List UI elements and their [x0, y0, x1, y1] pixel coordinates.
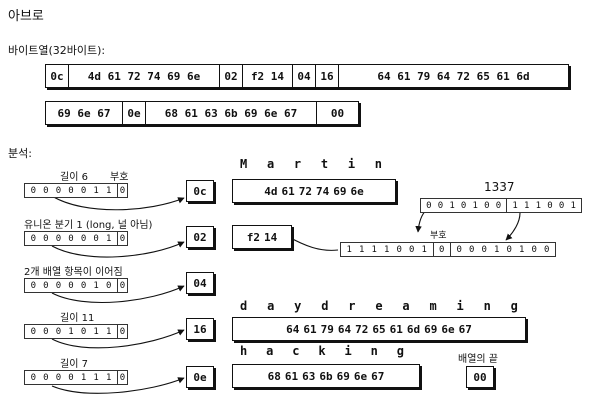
- arrow-16: [51, 329, 185, 349]
- byte-cell: f2 14: [242, 65, 292, 87]
- byte-cell: 00: [316, 102, 358, 124]
- byte-cell: 04: [292, 65, 315, 87]
- byte-box-0c: 0c: [186, 180, 214, 202]
- section-label: 길이 6: [60, 172, 88, 183]
- byte-row-2: 69 6e 67 0e 68 61 63 6b 69 6e 67 00: [45, 101, 359, 125]
- arrow-1337-to-bottom-b: [505, 212, 521, 241]
- byte-box-00: 00: [466, 366, 494, 388]
- byte-cell: 64 61 79 64 72 65 61 6d: [338, 65, 568, 87]
- sign-label-1337: 부호: [430, 231, 447, 241]
- end-of-array-label: 배열의 끝: [458, 354, 498, 365]
- byte-cell: 69 6e 67: [57, 106, 111, 120]
- byte-row-1: 0c 4d 61 72 74 69 6e 02 f2 14 04 16 64 6…: [45, 64, 569, 88]
- section-label: 길이 7: [60, 359, 88, 370]
- byte-cell: 16: [315, 65, 338, 87]
- byte-box-0e: 0e: [186, 366, 214, 388]
- byte-box-16: 16: [186, 318, 214, 340]
- byte-sequence-label: 바이트열(32바이트):: [8, 44, 106, 57]
- byte-cell: 0e: [122, 102, 145, 124]
- byte-cell: 68 61 63 6b 69 6e 67: [145, 102, 316, 124]
- byte-cell: 02: [219, 65, 242, 87]
- section-label: 길이 11: [60, 313, 95, 324]
- arrow-0e: [51, 377, 185, 394]
- sign-label: 부호: [110, 172, 129, 183]
- byte-cell: 0c: [50, 69, 64, 83]
- arrow-04: [51, 285, 185, 304]
- analysis-label: 분석:: [8, 147, 32, 160]
- page-title: 아브로: [8, 9, 44, 24]
- section-label: 2개 배열 항목이 이어짐: [24, 267, 123, 278]
- byte-box-02: 02: [186, 226, 214, 248]
- section-label: 유니온 분기 1 (long, 널 아님): [24, 220, 153, 231]
- arrow-02: [51, 241, 185, 258]
- byte-cell: 4d 61 72 74 69 6e: [68, 65, 219, 87]
- arrow-to-f2-14: [286, 235, 339, 251]
- arrow-0c: [51, 195, 185, 211]
- byte-box-04: 04: [186, 272, 214, 294]
- number-1337: 1337: [484, 180, 515, 194]
